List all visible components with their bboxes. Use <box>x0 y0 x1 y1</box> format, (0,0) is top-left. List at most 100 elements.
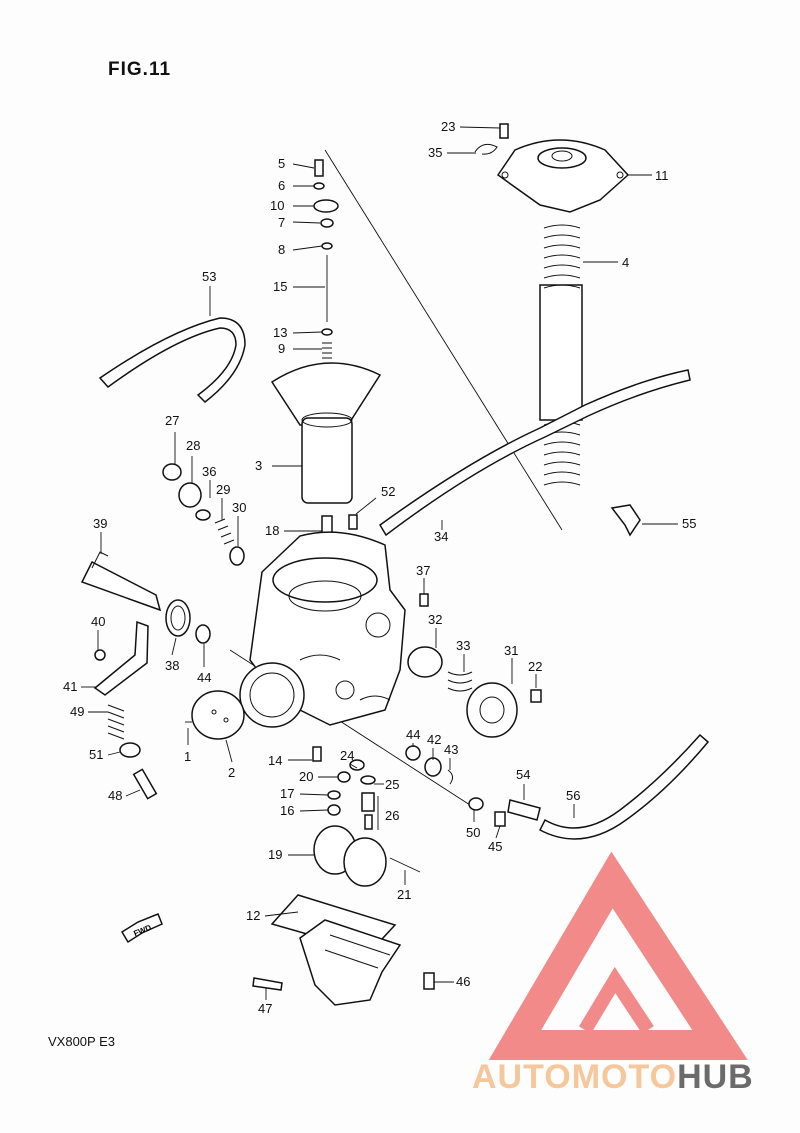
callout-label-8: 8 <box>278 242 285 257</box>
callout-label-18: 18 <box>265 523 279 538</box>
callout-leader-line <box>225 739 233 763</box>
callout-leader-line <box>292 331 323 334</box>
callout-label-56: 56 <box>566 788 580 803</box>
small-screw <box>419 593 429 607</box>
callout-label-39: 39 <box>93 516 107 531</box>
cap-screw <box>499 123 509 139</box>
callout-label-12: 12 <box>246 908 260 923</box>
vacuum-piston-diaphragm <box>270 362 382 504</box>
callout-label-13: 13 <box>273 325 287 340</box>
callout-label-33: 33 <box>456 638 470 653</box>
callout-label-3: 3 <box>255 458 262 473</box>
callout-label-29: 29 <box>216 482 230 497</box>
callout-label-24: 24 <box>340 748 354 763</box>
carburetor-body <box>239 531 406 728</box>
callout-label-25: 25 <box>385 777 399 792</box>
callout-leader-line <box>355 497 377 515</box>
choke-plate <box>185 690 245 740</box>
watermark-text-part2: HUB <box>677 1058 754 1096</box>
small-screw <box>530 689 542 703</box>
callout-leader-line <box>107 751 121 756</box>
callout-label-2: 2 <box>228 765 235 780</box>
callout-label-20: 20 <box>299 769 313 784</box>
callout-label-15: 15 <box>273 279 287 294</box>
callout-leader-line <box>171 637 177 656</box>
callout-label-26: 26 <box>385 808 399 823</box>
callout-label-7: 7 <box>278 215 285 230</box>
callout-leader-line <box>292 221 321 224</box>
callout-label-31: 31 <box>504 643 518 658</box>
callout-leader-line <box>292 245 323 251</box>
callout-label-54: 54 <box>516 767 530 782</box>
callout-label-27: 27 <box>165 413 179 428</box>
callout-leader-line <box>264 911 299 917</box>
float-pin <box>389 857 421 873</box>
callout-label-1: 1 <box>184 749 191 764</box>
throttle-shaft-assembly <box>80 551 211 644</box>
watermark-logo: AUTOMOTOHUB <box>472 851 754 1096</box>
callout-leader-line <box>299 809 329 812</box>
callout-label-34: 34 <box>434 529 448 544</box>
fuel-hose-long <box>379 369 691 537</box>
callout-label-5: 5 <box>278 156 285 171</box>
callout-label-9: 9 <box>278 341 285 356</box>
float-bowl <box>270 842 402 1006</box>
callout-label-10: 10 <box>270 198 284 213</box>
watermark-text-part1: AUTOMOTO <box>472 1058 677 1096</box>
jets <box>312 746 376 816</box>
callout-label-16: 16 <box>280 803 294 818</box>
callout-leader-line <box>299 793 329 796</box>
callout-label-46: 46 <box>456 974 470 989</box>
callout-leader-line <box>495 825 501 839</box>
callout-leader-line <box>459 126 501 129</box>
callout-leader-line <box>125 789 141 797</box>
callout-label-44: 44 <box>406 727 420 742</box>
forward-direction-arrow: FWD <box>120 913 163 944</box>
callout-label-43: 43 <box>444 742 458 757</box>
throttle-lever <box>93 620 149 696</box>
jet-needle-stack <box>313 159 339 359</box>
callout-label-32: 32 <box>428 612 442 627</box>
model-code: VX800P E3 <box>48 1034 115 1049</box>
callout-label-49: 49 <box>70 704 84 719</box>
pilot-screw-parts <box>405 745 454 785</box>
carburetor-top-cap <box>496 139 630 213</box>
callout-label-19: 19 <box>268 847 282 862</box>
callout-label-38: 38 <box>165 658 179 673</box>
callout-label-55: 55 <box>682 516 696 531</box>
fuel-hose-short <box>538 733 710 840</box>
callout-label-36: 36 <box>202 464 216 479</box>
callout-label-23: 23 <box>441 119 455 134</box>
callout-label-41: 41 <box>63 679 77 694</box>
accelerator-pump-cover <box>407 646 518 738</box>
bowl-screw <box>423 972 435 990</box>
starter-plunger-parts <box>162 463 245 566</box>
float-valve <box>361 792 375 830</box>
float <box>313 825 387 887</box>
vent-hose <box>98 317 246 403</box>
callout-label-28: 28 <box>186 438 200 453</box>
callout-leader-line <box>292 163 315 169</box>
watermark-text: AUTOMOTOHUB <box>472 1058 754 1096</box>
callout-label-21: 21 <box>397 887 411 902</box>
callout-label-37: 37 <box>416 563 430 578</box>
callout-label-6: 6 <box>278 178 285 193</box>
callout-label-30: 30 <box>232 500 246 515</box>
callout-label-17: 17 <box>280 786 294 801</box>
callout-label-11: 11 <box>655 168 669 183</box>
callout-label-22: 22 <box>528 659 542 674</box>
callout-label-45: 45 <box>488 839 502 854</box>
callout-label-44: 44 <box>197 670 211 685</box>
callout-labels: 1234567891011121314151617181920212223242… <box>63 119 696 1016</box>
callout-label-40: 40 <box>91 614 105 629</box>
fuel-fitting <box>468 797 541 827</box>
callout-label-51: 51 <box>89 747 103 762</box>
drain-screw <box>252 977 283 991</box>
hose-clip <box>610 504 641 537</box>
callout-leader-line <box>349 763 358 769</box>
idle-adjust-screw <box>107 704 158 800</box>
callout-label-47: 47 <box>258 1001 272 1016</box>
callout-label-48: 48 <box>108 788 122 803</box>
